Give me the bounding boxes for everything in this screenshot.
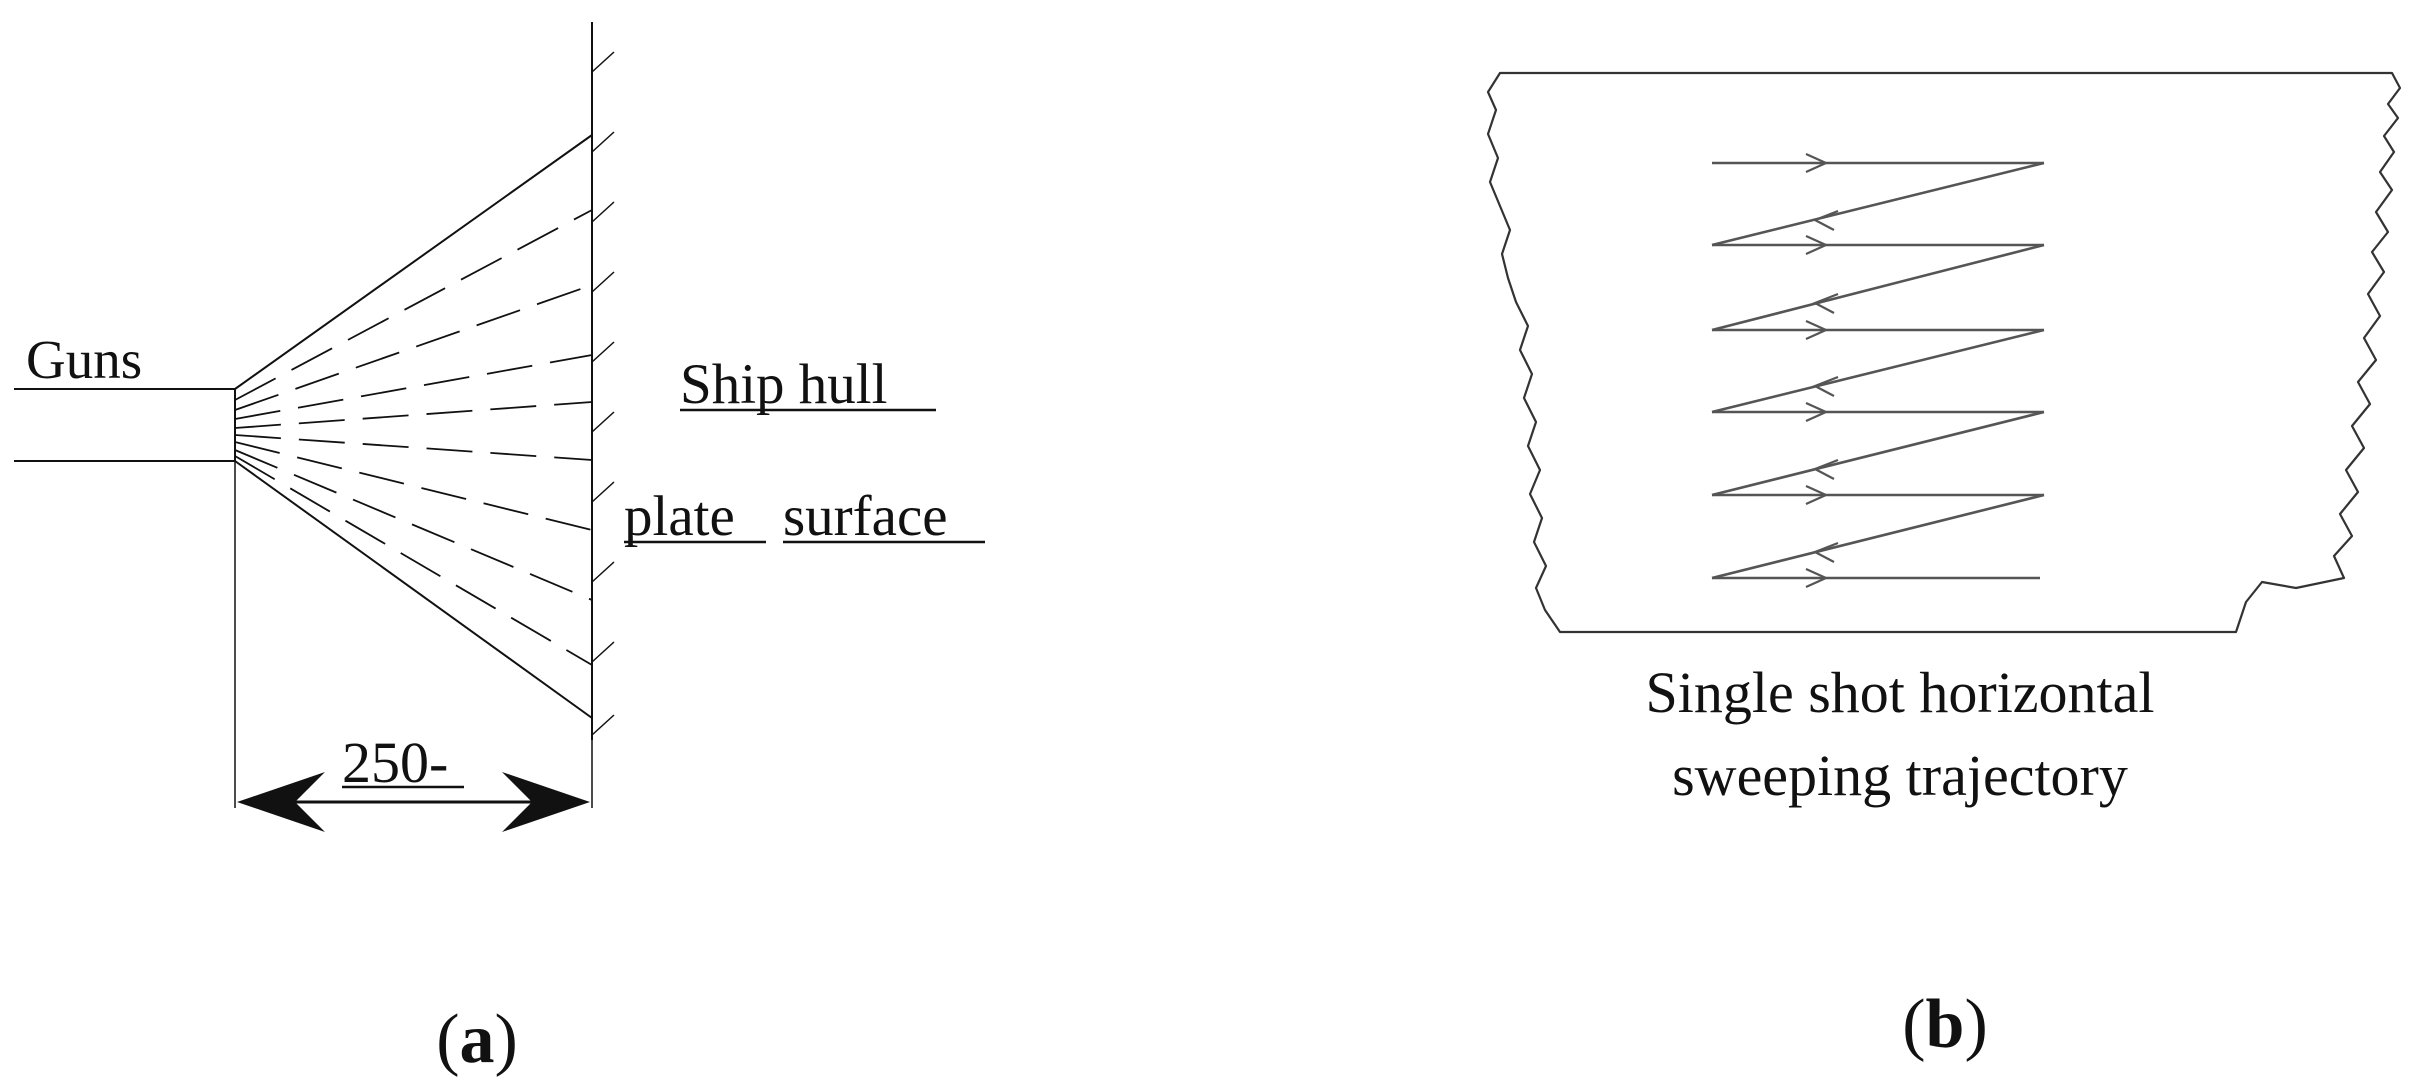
sweep-trajectory — [1711, 161, 2045, 580]
arrow-left-icon — [1812, 375, 1839, 397]
arrow-right-icon — [1805, 567, 1829, 589]
sweep-return-4 — [1711, 410, 2045, 497]
svg-text:(a): (a) — [436, 1001, 518, 1078]
caption-a-close-paren: ) — [495, 1001, 518, 1078]
sweep-return-1 — [1711, 161, 2045, 247]
label-surface: surface — [783, 485, 948, 548]
caption-a-open-paren: ( — [436, 1001, 459, 1078]
arrow-left-icon — [1812, 458, 1839, 480]
caption-a-letter: a — [460, 1001, 495, 1078]
dimension-arrowhead-right — [502, 772, 590, 832]
dimension-value: 250- — [342, 730, 448, 795]
label-guns: Guns — [26, 329, 142, 390]
label-ship-hull: Ship hull — [680, 353, 887, 416]
dimension-arrow — [237, 772, 590, 832]
svg-text:(b): (b) — [1902, 986, 1988, 1063]
panel-a-spray-diagram: Guns Ship hull plate surface 250- (a) — [14, 22, 985, 1078]
arrow-right-icon — [1805, 234, 1829, 256]
sweep-return-3 — [1711, 328, 2045, 414]
arrow-left-icon — [1812, 292, 1839, 314]
arrow-right-icon — [1805, 401, 1829, 423]
gun-barrel — [14, 388, 236, 462]
arrow-right-icon — [1805, 484, 1829, 506]
arrow-right-icon — [1805, 152, 1829, 174]
plate-outline — [1486, 71, 2402, 634]
sweep-return-5 — [1711, 493, 2045, 580]
arrow-left-icon — [1812, 541, 1839, 563]
caption-b-letter: b — [1926, 986, 1965, 1063]
ship-hull-plate — [591, 22, 615, 740]
label-plate: plate — [624, 485, 735, 548]
caption-b-open-paren: ( — [1902, 986, 1925, 1063]
trajectory-caption-line2: sweeping trajectory — [1672, 743, 2128, 808]
arrow-left-icon — [1812, 209, 1839, 231]
caption-b: (b) — [1902, 986, 1988, 1063]
sweep-direction-arrows-right — [1805, 152, 1829, 589]
sweep-direction-arrows-left — [1812, 209, 1839, 563]
trajectory-caption-line1: Single shot horizontal — [1645, 660, 2154, 725]
caption-b-close-paren: ) — [1964, 986, 1987, 1063]
dimension-arrowhead-left — [237, 772, 325, 832]
spray-cone-outer — [234, 134, 593, 719]
panel-b-trajectory-diagram: Single shot horizontal sweeping trajecto… — [1486, 71, 2402, 1063]
sweep-return-2 — [1711, 243, 2045, 332]
spray-cone-dashed — [234, 209, 593, 666]
caption-a: (a) — [436, 1001, 518, 1078]
arrow-right-icon — [1805, 319, 1829, 341]
